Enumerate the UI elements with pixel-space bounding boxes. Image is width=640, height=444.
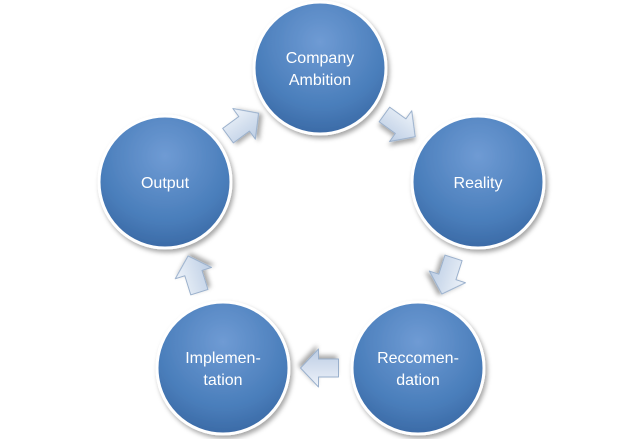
block-arrow-shape xyxy=(428,254,466,295)
node-circle xyxy=(252,0,388,136)
arrow-output-to-company-ambition xyxy=(222,108,260,144)
arrow-reality-to-reccomendation xyxy=(428,254,466,295)
arrow-reccomendation-to-implementation xyxy=(300,348,339,388)
node-label-line-1: Implemen- xyxy=(185,350,261,367)
node-label-line-2: Ambition xyxy=(289,72,351,89)
block-arrow-shape xyxy=(222,108,260,144)
node-label-line-1: Output xyxy=(141,175,190,192)
node-label-line-2: dation xyxy=(396,372,440,389)
node-company-ambition: Company Ambition xyxy=(252,0,388,136)
node-circle xyxy=(97,114,233,250)
node-circle xyxy=(155,300,291,436)
node-circle xyxy=(350,300,486,436)
node-implementation: Implemen- tation xyxy=(155,300,291,436)
node-reccomendation: Reccomen- dation xyxy=(350,300,486,436)
node-label-line-1: Reccomen- xyxy=(377,350,459,367)
arrow-company-ambition-to-reality xyxy=(378,106,416,143)
block-arrow-shape xyxy=(174,255,213,296)
arrow-implementation-to-output xyxy=(174,255,213,296)
node-reality: Reality xyxy=(410,114,546,250)
node-label-line-1: Reality xyxy=(454,175,503,192)
block-arrow-shape xyxy=(378,106,416,143)
block-arrow-shape xyxy=(300,348,339,388)
node-label-line-2: tation xyxy=(203,372,242,389)
node-output: Output xyxy=(97,114,233,250)
node-label-line-1: Company xyxy=(286,50,354,67)
node-circle xyxy=(410,114,546,250)
